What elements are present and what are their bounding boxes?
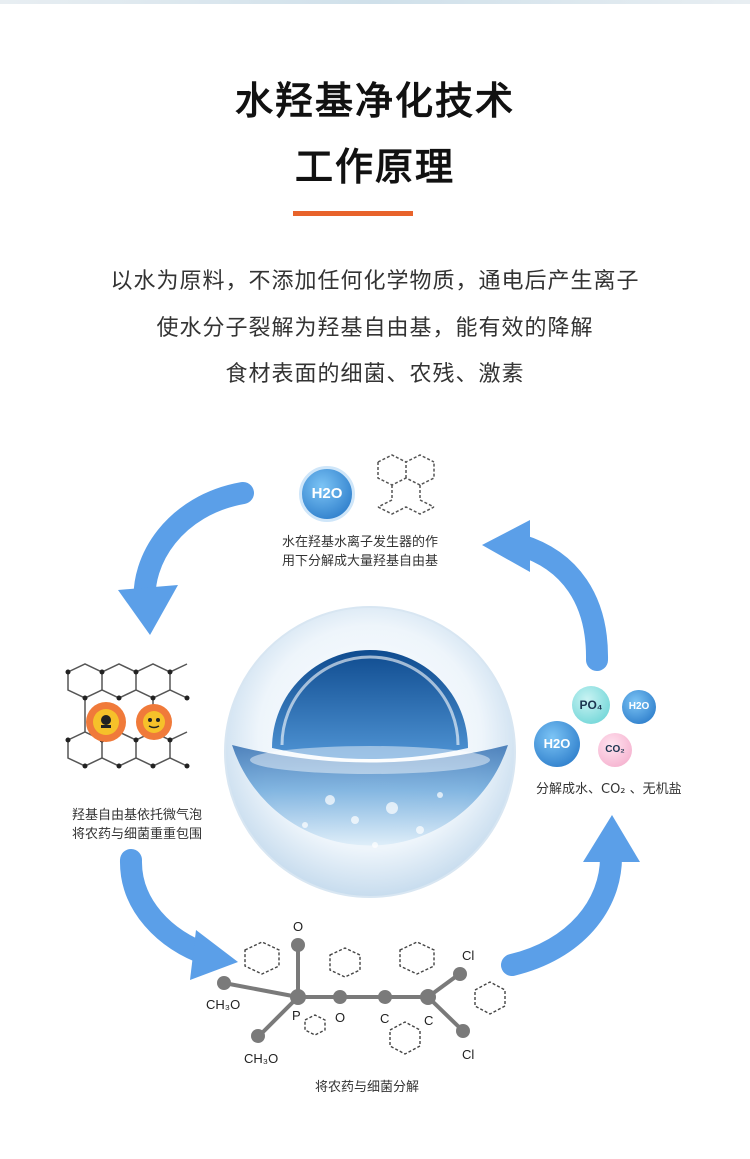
cycle-arrow-top-right xyxy=(482,520,609,671)
title-accent-bar xyxy=(293,211,413,216)
atom-p xyxy=(290,989,306,1005)
bottom-molecule-atoms xyxy=(217,938,470,1043)
label-cl-top: Cl xyxy=(462,948,474,963)
cycle-arrow-top-left xyxy=(118,482,254,635)
label-ch3o-1: CH₃O xyxy=(206,997,240,1012)
water-sphere xyxy=(224,606,516,898)
page-title: 水羟基净化技术 xyxy=(234,79,515,123)
top-decor-strip xyxy=(0,0,750,4)
label-c2: C xyxy=(424,1013,433,1028)
molecule-h2o-large: H2O xyxy=(534,721,580,767)
atom-ch3o-2 xyxy=(251,1029,265,1043)
molecule-h2o-top: H2O xyxy=(299,466,355,522)
description-line-1: 以水为原料，不添加任何化学物质，通电后产生离子 xyxy=(110,269,640,294)
label-p: P xyxy=(292,1008,301,1023)
atom-c1 xyxy=(378,990,392,1004)
label-ch3o-2: CH₃O xyxy=(244,1051,278,1066)
atom-ch3o-1 xyxy=(217,976,231,990)
label-o-top: O xyxy=(293,919,303,934)
atom-o-top xyxy=(291,938,305,952)
atom-c2 xyxy=(420,989,436,1005)
bacteria-cluster-icon xyxy=(136,704,172,740)
molecule-co2: CO₂ xyxy=(598,733,632,767)
top-molecular-network xyxy=(377,454,435,515)
molecule-h2o-small: H2O xyxy=(622,690,656,724)
caption-right: 分解成水、CO₂ 、无机盐 xyxy=(536,782,682,797)
atom-cl-top xyxy=(453,967,467,981)
label-cl-bottom: Cl xyxy=(462,1047,474,1062)
atom-o-mid xyxy=(333,990,347,1004)
molecule-po4: PO₄ xyxy=(572,686,610,724)
caption-top: 水在羟基水离子发生器的作 用下分解成大量羟基自由基 xyxy=(282,535,439,569)
description-line-3: 食材表面的细菌、农残、激素 xyxy=(225,362,525,387)
page-subtitle: 工作原理 xyxy=(294,145,455,189)
description-line-2: 使水分子裂解为羟基自由基，能有效的降解 xyxy=(156,316,594,341)
pesticide-cluster-icon xyxy=(86,702,126,742)
cycle-arrow-bottom-left xyxy=(119,849,238,980)
caption-left: 羟基自由基依托微气泡 将农药与细菌重重包围 xyxy=(72,808,203,842)
caption-bottom: 将农药与细菌分解 xyxy=(315,1080,420,1095)
bottom-fragment-rings xyxy=(244,941,506,1055)
atom-cl-bottom xyxy=(456,1024,470,1038)
label-o-mid: O xyxy=(335,1010,345,1025)
cycle-arrow-bottom-right xyxy=(501,815,640,976)
label-c1: C xyxy=(380,1011,389,1026)
